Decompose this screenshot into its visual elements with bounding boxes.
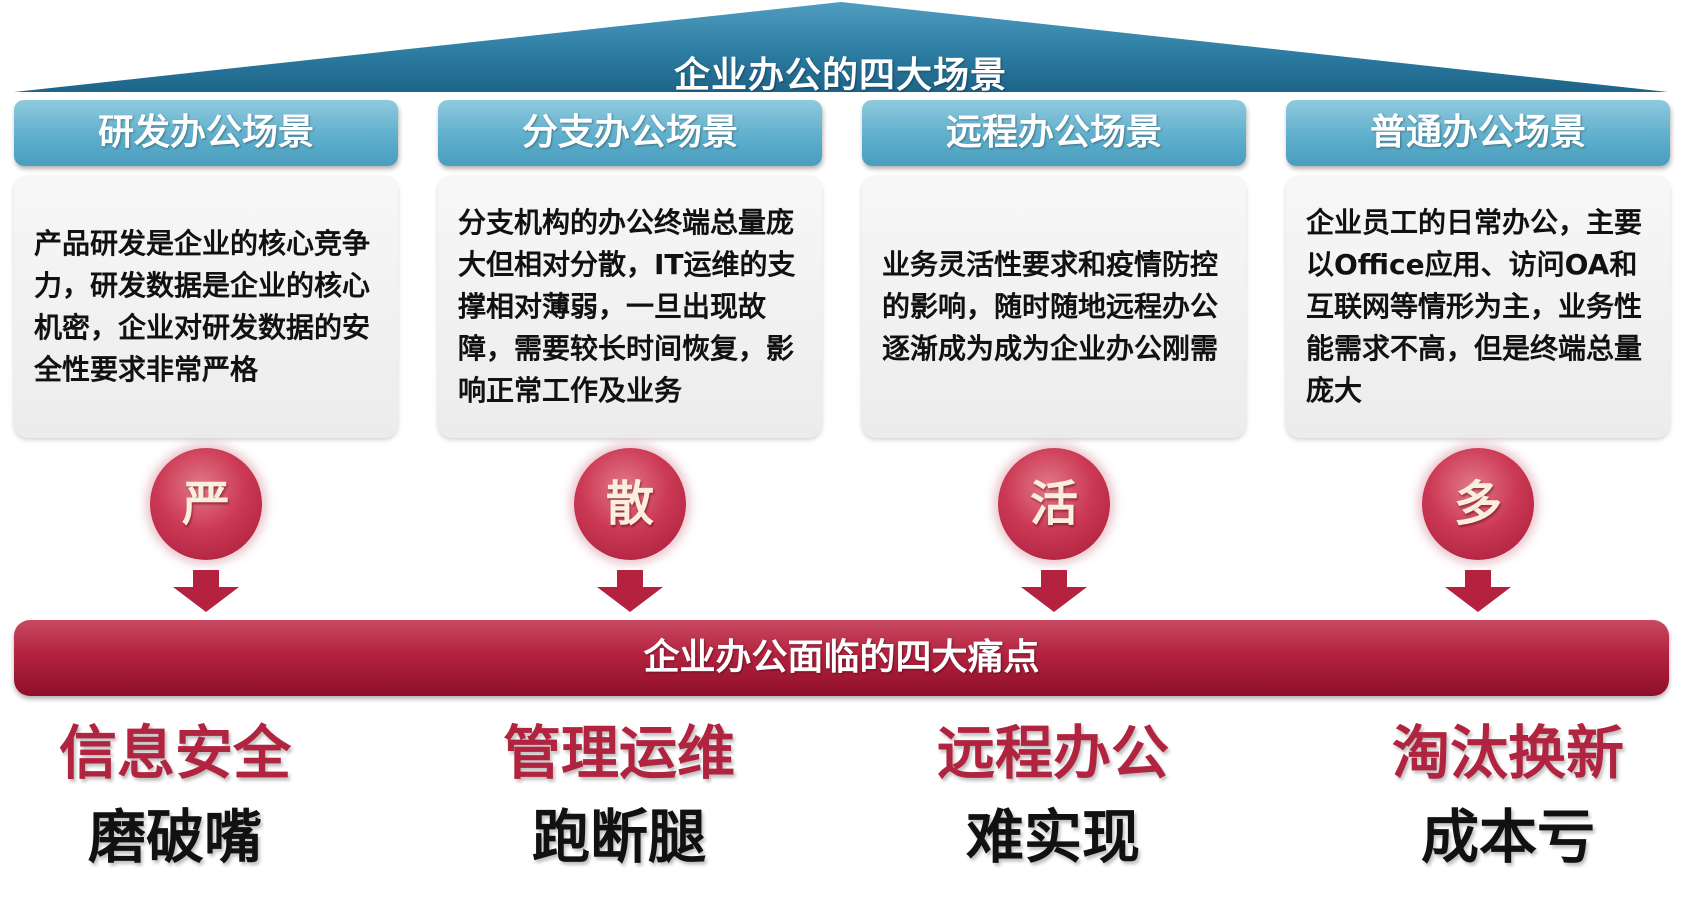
keyword-circle-strict: 严 bbox=[150, 448, 262, 560]
scenario-description: 业务灵活性要求和疫情防控的影响，随时随地远程办公逐渐成为成为企业办公刚需 bbox=[882, 248, 1219, 365]
keyword-circle-flexible: 活 bbox=[998, 448, 1110, 560]
scenario-header-rnd: 研发办公场景 bbox=[14, 100, 398, 166]
keyword-circle-scattered: 散 bbox=[574, 448, 686, 560]
scenario-header-branch: 分支办公场景 bbox=[438, 100, 822, 166]
pain-point-subtitle: 成本亏 bbox=[1420, 803, 1595, 871]
roof-title: 企业办公的四大场景 bbox=[673, 55, 1007, 96]
pain-point-title: 信息安全 bbox=[58, 719, 291, 787]
scenario-description: 产品研发是企业的核心竞争力，研发数据是企业的核心机密，企业对研发数据的安全性要求… bbox=[34, 227, 371, 386]
scenario-box-remote: 业务灵活性要求和疫情防控的影响，随时随地远程办公逐渐成为成为企业办公刚需 bbox=[862, 176, 1246, 438]
pain-point-title: 远程办公 bbox=[936, 719, 1169, 787]
down-arrow-icon bbox=[1021, 570, 1087, 612]
scenario-box-branch: 分支机构的办公终端总量庞大但相对分散，IT运维的支撑相对薄弱，一旦出现故障，需要… bbox=[438, 176, 822, 438]
pain-point-subtitle: 难实现 bbox=[965, 803, 1140, 871]
keyword-circle-many: 多 bbox=[1422, 448, 1534, 560]
pain-point-title: 淘汰换新 bbox=[1391, 719, 1624, 787]
pain-point-subtitle: 跑断腿 bbox=[531, 803, 706, 871]
scenario-header-remote: 远程办公场景 bbox=[862, 100, 1246, 166]
roof-shape bbox=[14, 2, 1668, 92]
pain-point-title: 管理运维 bbox=[502, 719, 735, 787]
pain-points-band: 企业办公面临的四大痛点 bbox=[14, 620, 1669, 696]
down-arrow-icon bbox=[173, 570, 239, 612]
scenario-box-general: 企业员工的日常办公，主要以Office应用、访问OA和互联网等情形为主，业务性能… bbox=[1286, 176, 1670, 438]
down-arrow-icon bbox=[1445, 570, 1511, 612]
scenario-header-general: 普通办公场景 bbox=[1286, 100, 1670, 166]
pain-point-subtitle: 磨破嘴 bbox=[87, 803, 262, 871]
scenario-box-rnd: 产品研发是企业的核心竞争力，研发数据是企业的核心机密，企业对研发数据的安全性要求… bbox=[14, 176, 398, 438]
down-arrow-icon bbox=[597, 570, 663, 612]
scenario-description: 企业员工的日常办公，主要以Office应用、访问OA和互联网等情形为主，业务性能… bbox=[1306, 206, 1643, 407]
scenario-description: 分支机构的办公终端总量庞大但相对分散，IT运维的支撑相对薄弱，一旦出现故障，需要… bbox=[458, 206, 796, 407]
